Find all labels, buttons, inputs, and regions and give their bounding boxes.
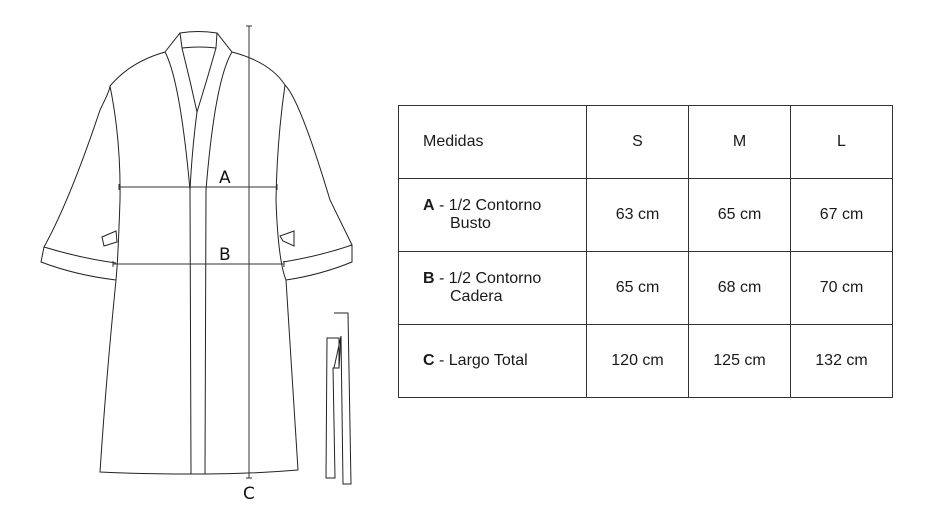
cell-s: 120 cm [586, 324, 689, 398]
header-size-m: M [688, 105, 791, 179]
row-key: A [423, 197, 435, 214]
cell-m: 68 cm [688, 251, 791, 325]
header-size-s: S [586, 105, 689, 179]
measure-label-c: C [243, 484, 255, 504]
row-sep: - [434, 270, 449, 287]
row-line1: 1/2 Contorno [448, 270, 542, 287]
row-sep: - [434, 197, 449, 214]
cell-m: 65 cm [688, 178, 791, 252]
row-line1: 1/2 Contorno [448, 197, 542, 214]
cell-l: 67 cm [790, 178, 893, 252]
measure-label-b: B [219, 245, 231, 265]
row-label: C - Largo Total [398, 324, 587, 398]
measure-lines [112, 25, 285, 479]
cell-s: 65 cm [586, 251, 689, 325]
kimono-outline [40, 31, 353, 475]
row-sep: - [434, 352, 449, 369]
table-header-row: Medidas S M L [398, 105, 893, 179]
header-size-l: L [790, 105, 893, 179]
row-key: B [423, 270, 435, 287]
row-line1: Largo Total [448, 352, 528, 369]
kimono-drawing: A B C [40, 25, 353, 504]
measure-label-a: A [219, 168, 231, 188]
table-row: C - Largo Total 120 cm 125 cm 132 cm [398, 324, 893, 398]
cell-s: 63 cm [586, 178, 689, 252]
row-line2: Busto [450, 215, 491, 232]
cell-l: 132 cm [790, 324, 893, 398]
row-key: C [423, 352, 435, 369]
cell-m: 125 cm [688, 324, 791, 398]
header-medidas: Medidas [398, 105, 587, 179]
row-line2: Cadera [450, 288, 503, 305]
cell-l: 70 cm [790, 251, 893, 325]
belt [325, 312, 352, 485]
